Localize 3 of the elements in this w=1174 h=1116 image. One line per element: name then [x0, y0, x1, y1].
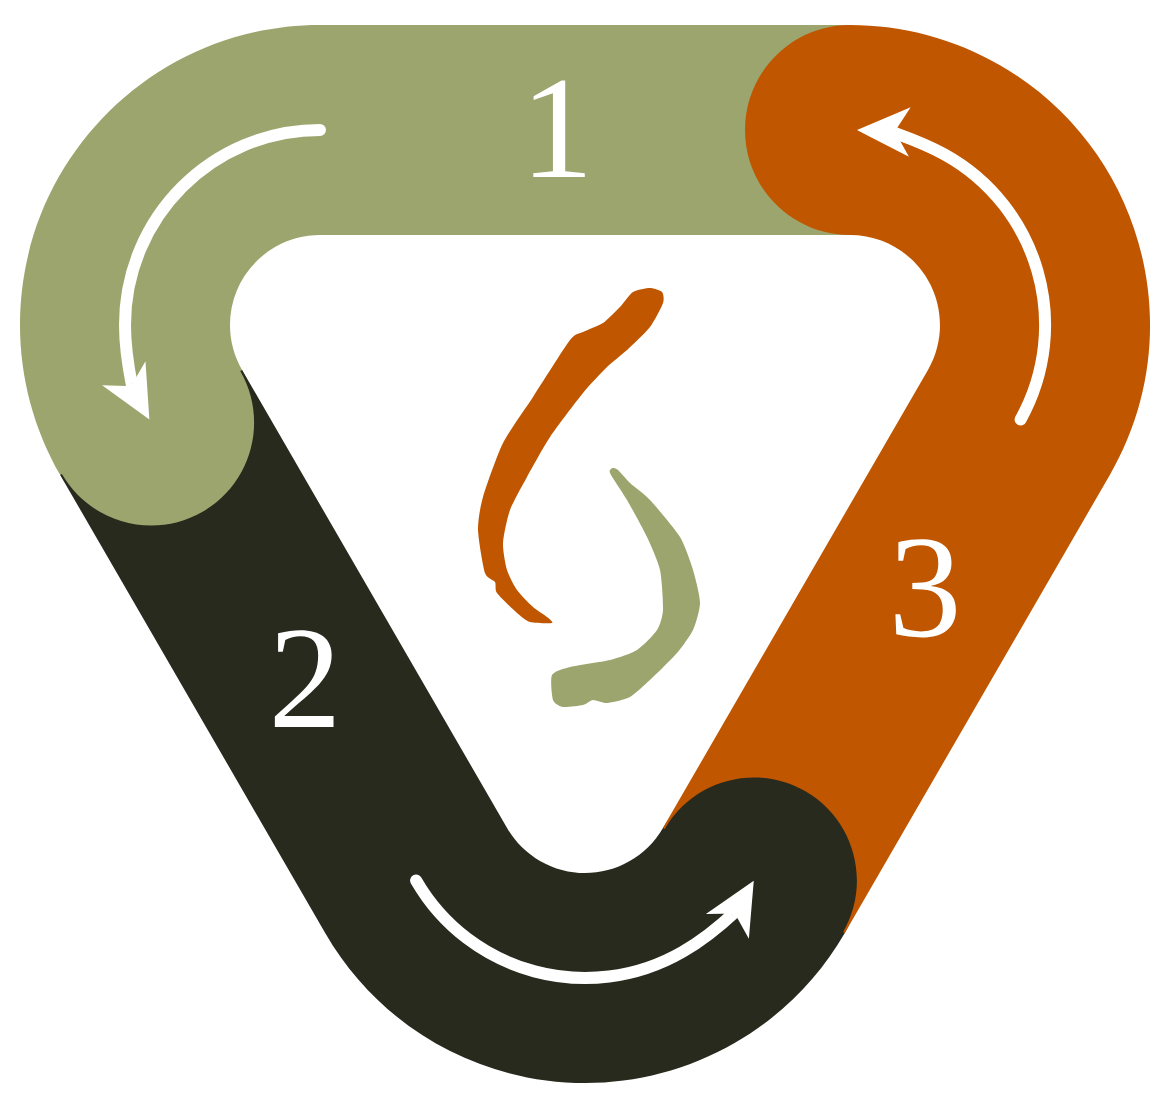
step-number: 1: [533, 80, 585, 177]
step-number: 2: [274, 630, 334, 727]
step-number: 3: [895, 539, 956, 638]
